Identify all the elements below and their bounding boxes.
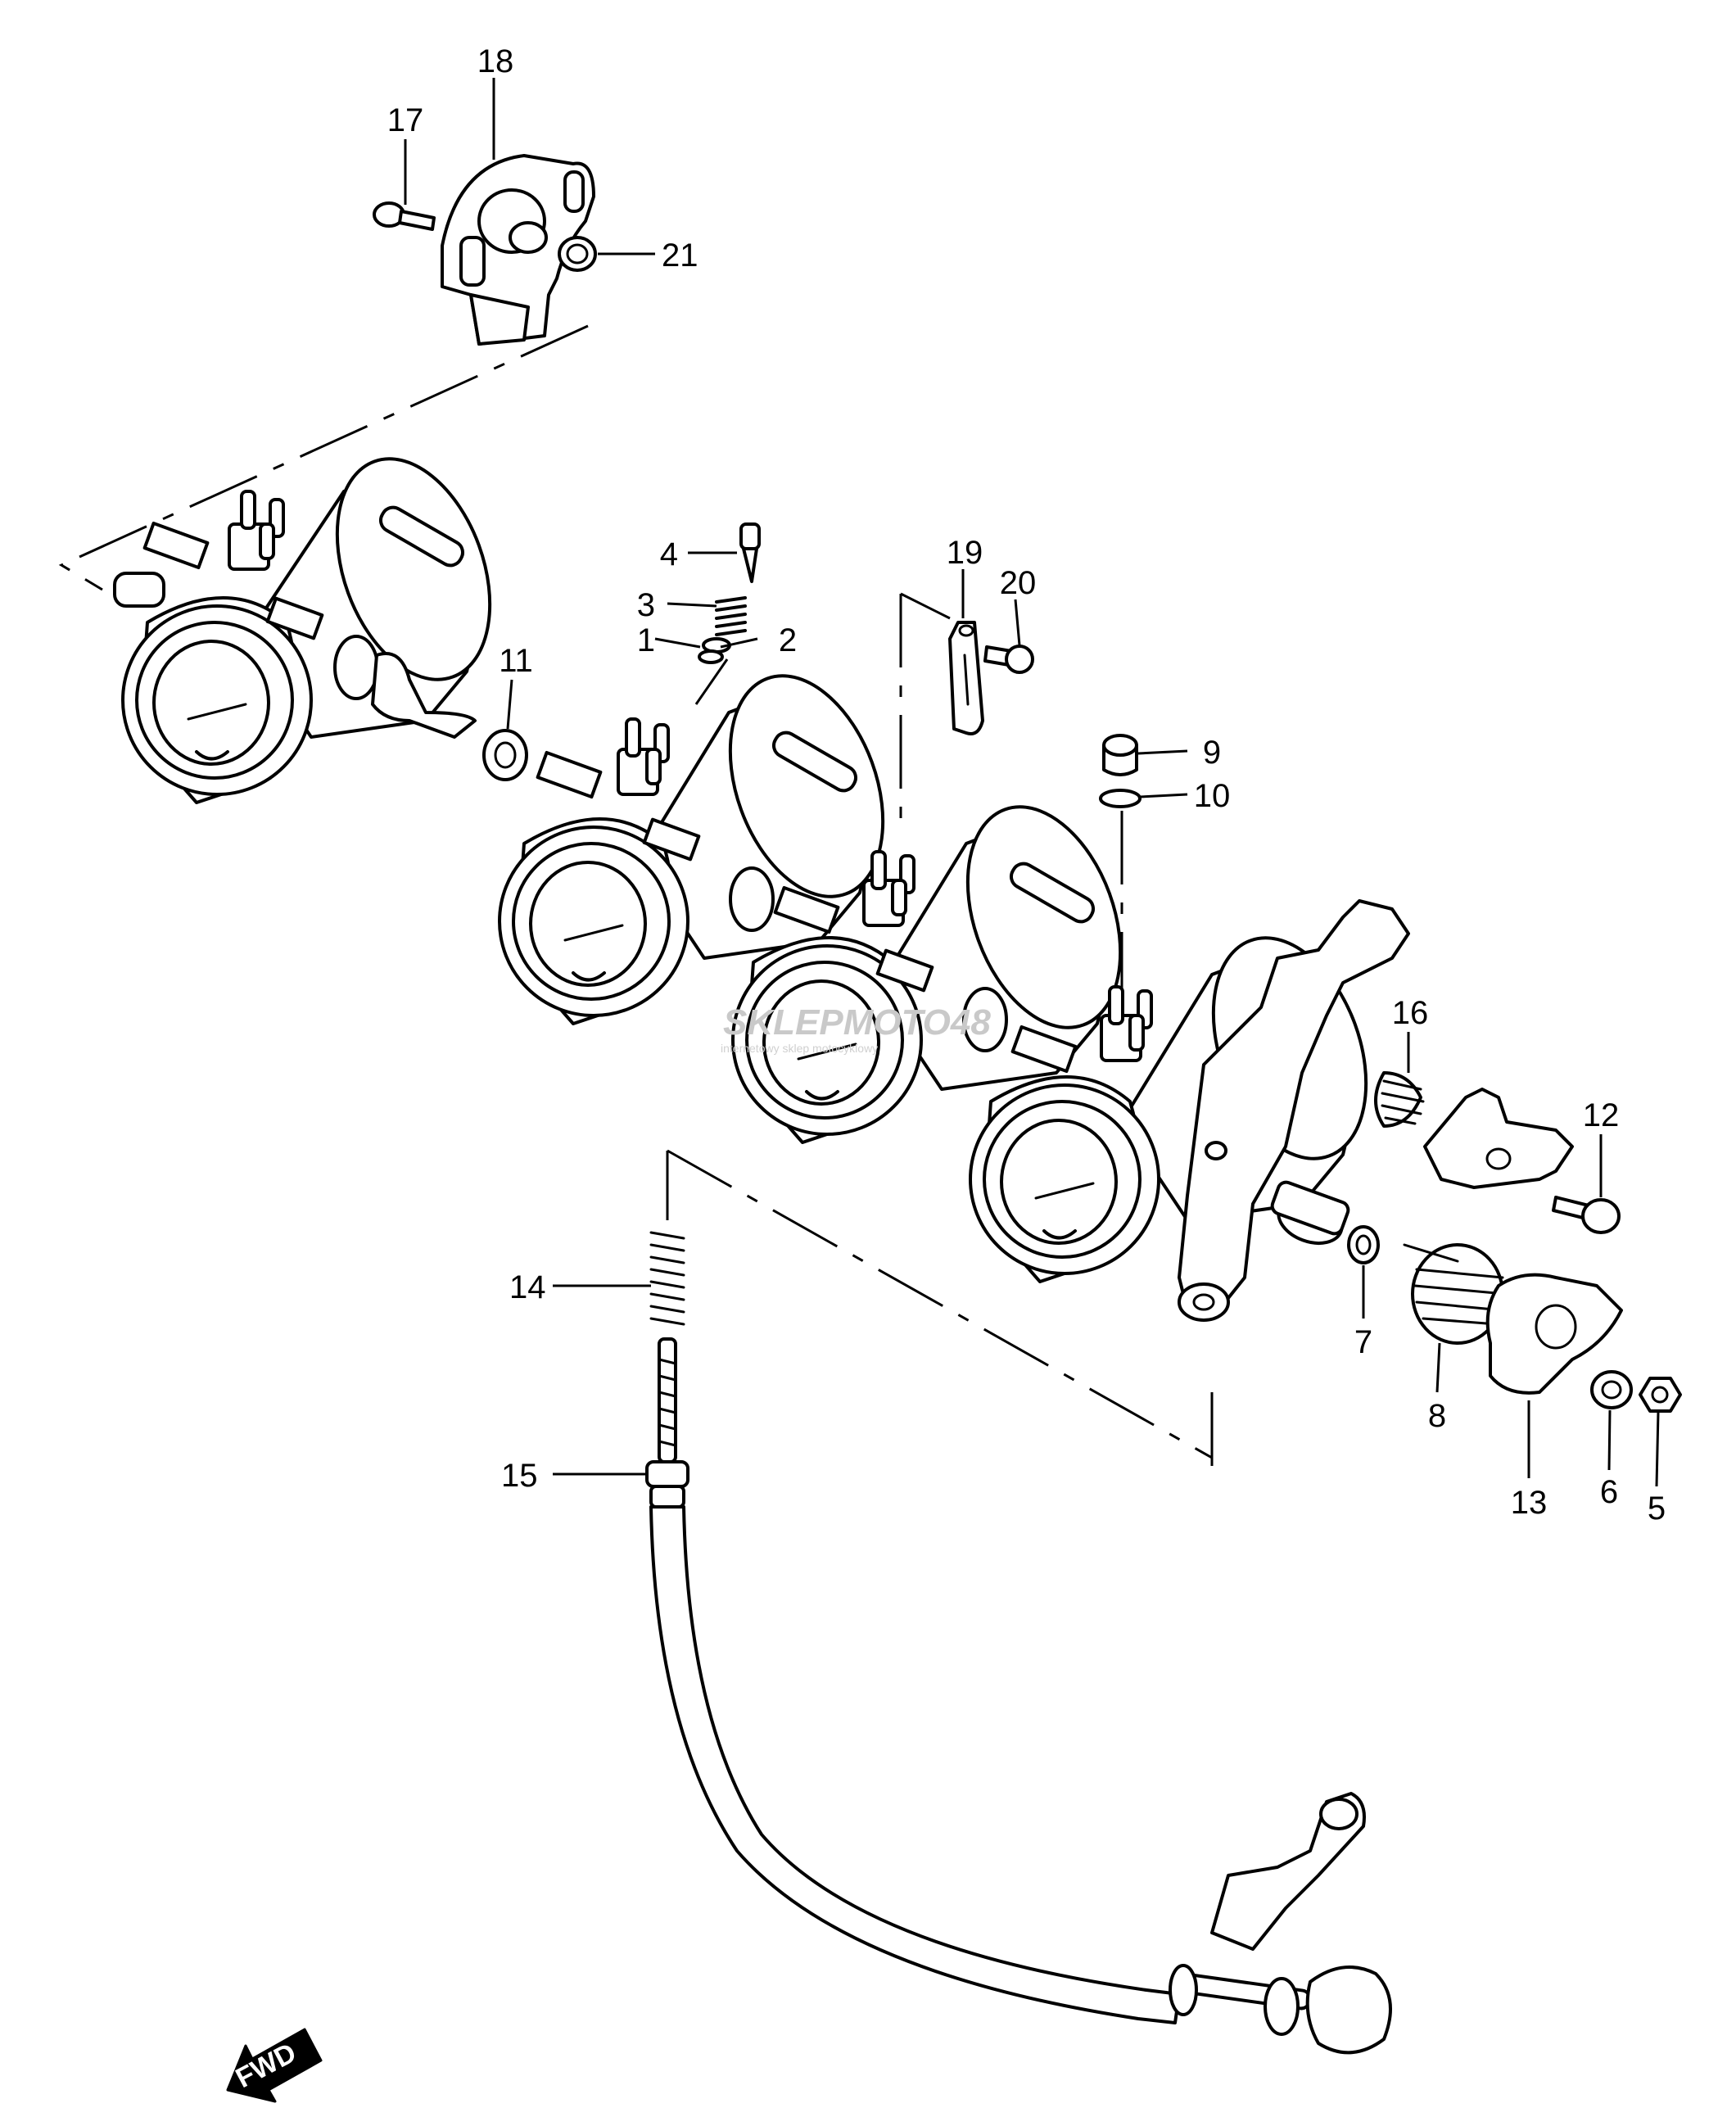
callout-6: 6 — [1600, 1474, 1618, 1510]
return-spring-8 — [1403, 1243, 1507, 1345]
watermark-brand: SKLEPMOTO48 — [723, 1002, 991, 1043]
watermark-tagline: internetowy sklep motocyklowy — [721, 1042, 878, 1055]
washer-11 — [482, 729, 528, 781]
callout-14: 14 — [509, 1269, 546, 1305]
lever-12-bracket — [1423, 1088, 1574, 1189]
callout-10: 10 — [1194, 778, 1231, 814]
washer-6 — [1590, 1370, 1633, 1409]
sensor-o-ring — [558, 236, 597, 272]
throttle-position-sensor — [441, 154, 595, 346]
pilot-o-ring — [698, 649, 724, 664]
callout-16: 16 — [1392, 995, 1429, 1031]
callout-13: 13 — [1511, 1485, 1548, 1521]
throttle-body-2 — [498, 674, 885, 1025]
callout-3: 3 — [637, 587, 655, 623]
clip-10 — [1099, 789, 1142, 808]
callout-19: 19 — [947, 535, 983, 571]
sensor-screw — [373, 201, 436, 231]
callout-18: 18 — [477, 43, 514, 79]
callout-15: 15 — [501, 1458, 538, 1494]
pilot-screw — [739, 522, 761, 583]
leader-lines — [404, 78, 1660, 1487]
callout-1: 1 — [637, 622, 655, 658]
callout-2: 2 — [779, 622, 797, 658]
screw-20 — [983, 645, 1034, 674]
alignment-lines — [58, 324, 1214, 1466]
cap-9 — [1102, 734, 1138, 776]
callout-21: 21 — [662, 237, 698, 274]
adjuster-screw-15 — [645, 1337, 689, 1509]
callout-12: 12 — [1583, 1097, 1620, 1133]
fwd-direction-badge: FWD — [226, 2028, 323, 2103]
callout-17: 17 — [387, 102, 424, 138]
watermark: SKLEPMOTO48 internetowy sklep motocyklow… — [721, 1002, 991, 1055]
nut-5 — [1639, 1377, 1682, 1413]
throttle-body-4 — [969, 899, 1410, 1322]
washer-7 — [1347, 1225, 1380, 1264]
callout-7: 7 — [1354, 1324, 1372, 1360]
callout-8: 8 — [1428, 1398, 1446, 1434]
throttle-body-1 — [113, 457, 492, 804]
callout-9: 9 — [1203, 735, 1221, 771]
callout-20: 20 — [1000, 565, 1037, 601]
spring-16 — [1374, 1071, 1425, 1128]
callout-4: 4 — [660, 536, 678, 572]
throttle-body-3 — [731, 805, 1123, 1144]
throttle-drum-13 — [1485, 1273, 1623, 1395]
idle-cable — [649, 1505, 1392, 2055]
screw-12 — [1552, 1196, 1621, 1234]
clip-19 — [948, 621, 984, 735]
pilot-screw-spring — [715, 596, 747, 636]
spring-14 — [649, 1231, 685, 1326]
callout-5: 5 — [1648, 1490, 1666, 1527]
callouts: 1 2 3 4 5 6 7 8 9 10 11 12 13 14 15 16 1… — [387, 43, 1666, 1527]
callout-11: 11 — [499, 643, 533, 679]
